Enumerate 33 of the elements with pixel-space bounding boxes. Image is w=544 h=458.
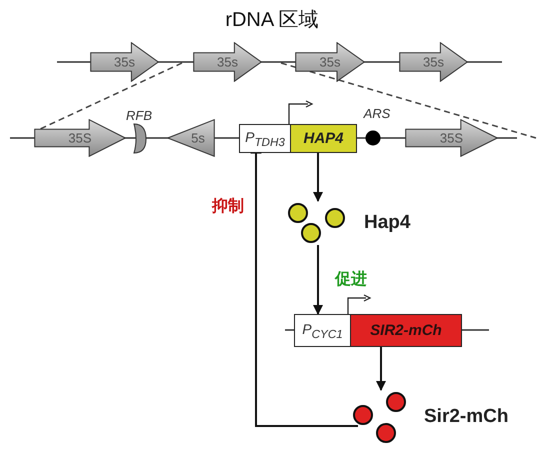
- arrow: [313, 245, 323, 315]
- gene-label: 35s: [422, 54, 445, 70]
- protein-label: Sir2-mCh: [424, 406, 508, 428]
- gene-label: 5s: [190, 130, 206, 146]
- inhibition-line: [250, 152, 358, 427]
- gene-label: 35s: [113, 54, 136, 70]
- gene-label: HAP4: [303, 130, 344, 147]
- gene-segment: [193, 42, 262, 82]
- gene-label: 35s: [318, 54, 342, 70]
- promoter-box: [294, 314, 351, 347]
- gene-label: 35S: [438, 130, 464, 146]
- gene-label: P$_{CYC1}$: [302, 320, 343, 340]
- gene-label: 35S: [67, 130, 93, 146]
- gene-box: [350, 314, 462, 347]
- gene-label: RFB: [125, 108, 153, 123]
- edge-label: 抑制: [212, 196, 244, 217]
- edge-label: 促进: [335, 270, 367, 290]
- gene-label: P$_{TDH3}$: [245, 128, 285, 148]
- gene-segment: [167, 119, 215, 157]
- promoter-box: [239, 124, 291, 153]
- gene-segment: [295, 42, 365, 82]
- diagram-title: rDNA 区域: [224, 8, 320, 33]
- arrow: [313, 153, 323, 202]
- gene-label: ARS: [362, 106, 392, 121]
- gene-label: SIR2-mCh: [370, 322, 442, 339]
- gene-segment: [405, 119, 498, 157]
- gene-segment: [90, 42, 159, 82]
- protein-label: Hap4: [364, 212, 410, 234]
- arrow: [376, 347, 386, 391]
- gene-segment: [399, 42, 468, 82]
- gene-segment: [34, 119, 126, 157]
- gene-box: [290, 124, 357, 153]
- gene-label: 35s: [216, 54, 239, 70]
